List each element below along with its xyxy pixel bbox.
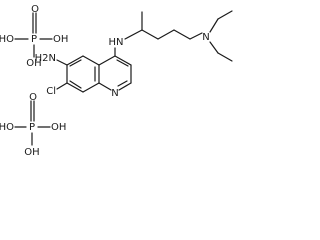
bond-c8-c8a bbox=[82, 82, 100, 93]
bond-n-ethyl1-b bbox=[217, 10, 233, 20]
bond-c2-c3 bbox=[157, 29, 175, 40]
p2-hydroxyl-bottom-label: OH bbox=[24, 147, 39, 158]
bond-c2-n1 bbox=[118, 82, 132, 91]
bond-nh-ch bbox=[124, 29, 143, 40]
bond-c7-c8 bbox=[66, 82, 84, 93]
bond-c4-c3-inner bbox=[116, 59, 129, 67]
p1-hydroxyl-left-label: HO bbox=[0, 34, 14, 45]
diethyl-nitrogen-label: N bbox=[202, 32, 209, 43]
p1-hydroxyl-right-label: OH bbox=[53, 34, 68, 45]
phosphoric-acid-2: O P HO OH OH bbox=[0, 92, 66, 158]
bond-c7-cl bbox=[56, 82, 68, 90]
bond-c5-c6 bbox=[66, 55, 84, 66]
bond-c7-c8-inner bbox=[69, 80, 82, 89]
p2-oxygen-label: O bbox=[29, 92, 37, 103]
bond-c4-n bbox=[189, 32, 203, 40]
bond-n1-c8a bbox=[98, 82, 112, 91]
bond-c2-n1-inner bbox=[117, 80, 128, 87]
p2-phosphorus-label: P bbox=[29, 122, 35, 133]
p2-hydroxyl-right-label: OH bbox=[51, 122, 66, 133]
bond-n-ethyl2-b bbox=[217, 52, 233, 62]
bond-n-ethyl2-a bbox=[209, 41, 219, 54]
p1-phosphorus-label: P bbox=[31, 34, 37, 45]
chloro-label: Cl bbox=[46, 86, 56, 97]
p1-hydroxyl-bottom-label: OH bbox=[26, 58, 41, 69]
p1-oxygen-label: O bbox=[31, 4, 39, 15]
bond-c4a-c5 bbox=[82, 55, 100, 66]
bond-c3-c4 bbox=[173, 29, 191, 40]
bond-c5-c6-inner bbox=[69, 59, 82, 67]
chemical-structure-diagram: O P HO OH OH O P HO OH OH bbox=[0, 4, 233, 158]
bond-n-ethyl1-a bbox=[209, 18, 219, 33]
amine-nh2-label: H2N bbox=[35, 53, 56, 64]
quinoline-ring bbox=[66, 55, 132, 93]
bond-c4-c3 bbox=[114, 55, 132, 66]
diethylaminopentyl-chain bbox=[124, 10, 233, 62]
phosphoric-acid-1: O P HO OH OH bbox=[0, 4, 68, 69]
p2-hydroxyl-left-label: HO bbox=[0, 122, 14, 133]
ring-nitrogen-label: N bbox=[111, 88, 118, 99]
bond-c4a-c4 bbox=[98, 55, 116, 66]
bond-ch-c2 bbox=[141, 29, 159, 40]
bond-c6-nh2 bbox=[56, 59, 68, 66]
hn-link-label: HN bbox=[109, 37, 124, 48]
